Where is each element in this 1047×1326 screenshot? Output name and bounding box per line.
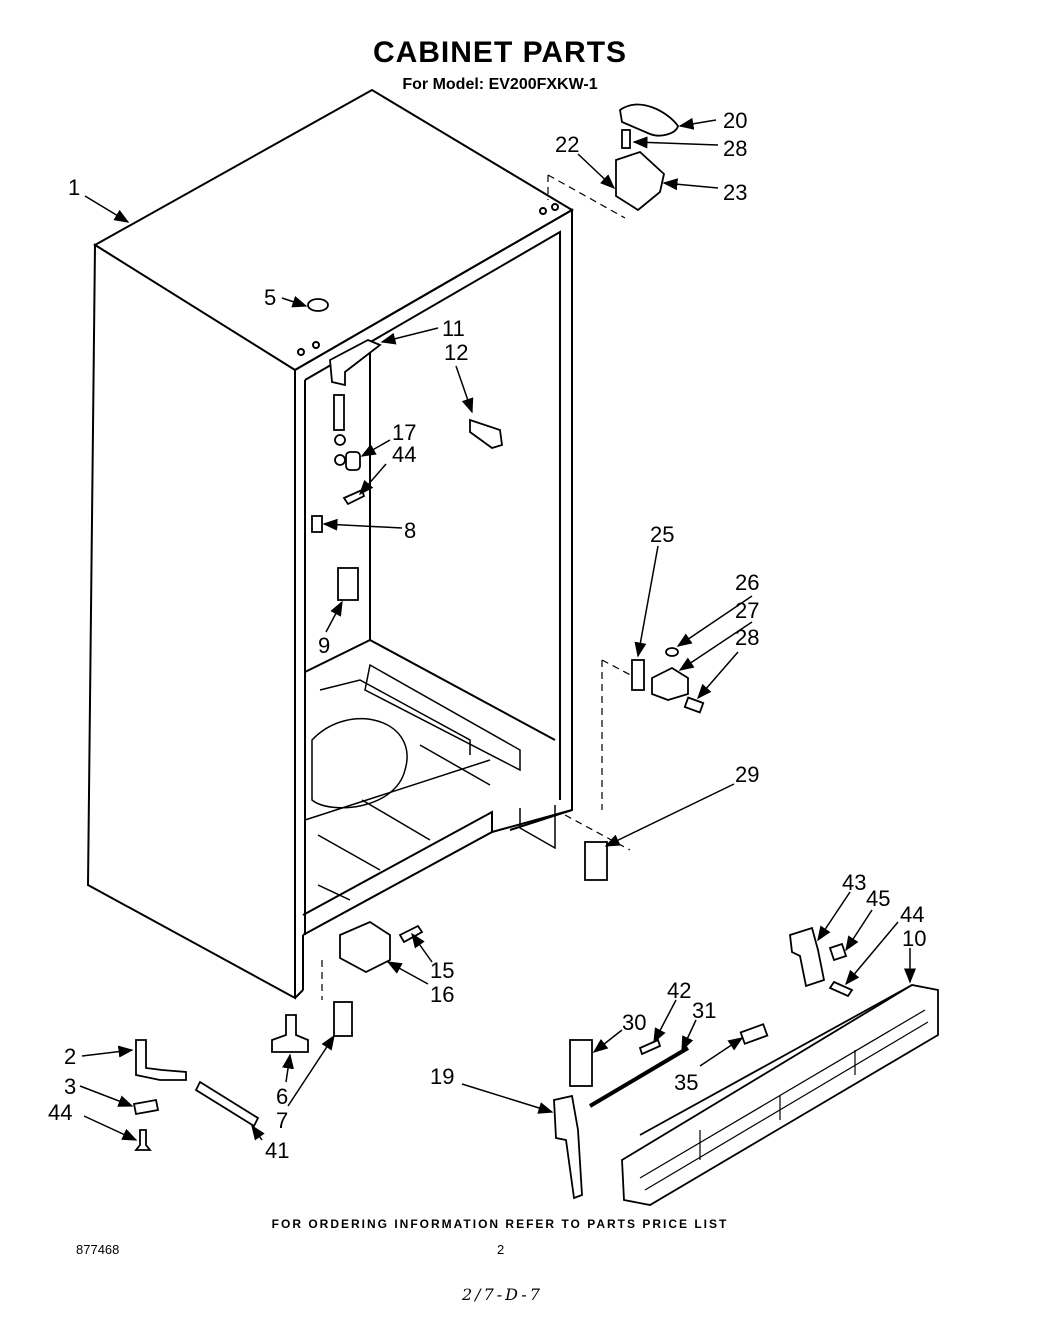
- callout-41: 41: [265, 1138, 289, 1163]
- spring-part-17: [345, 451, 361, 471]
- screw-part-15: [398, 924, 424, 944]
- clip-part-8: [311, 515, 323, 533]
- bracket-part-16: [339, 920, 391, 974]
- callout-1: 1: [68, 175, 80, 200]
- rod-part-31: [588, 1046, 690, 1108]
- bracket-part-30: [569, 1039, 593, 1087]
- callout-30: 30: [622, 1010, 646, 1035]
- ordering-note: FOR ORDERING INFORMATION REFER TO PARTS …: [271, 1217, 729, 1231]
- callout-22: 22: [555, 132, 579, 157]
- callout-29: 29: [735, 762, 759, 787]
- callout-23: 23: [723, 180, 747, 205]
- callout-20: 20: [723, 108, 747, 133]
- screw-part-44-right: [828, 980, 854, 998]
- callout-16: 16: [430, 982, 454, 1007]
- handwritten-note: 2/7-D-7: [462, 1285, 543, 1304]
- callout-26: 26: [735, 570, 759, 595]
- screw-part-28-right: [683, 696, 705, 714]
- bracket-part-19: [553, 1094, 583, 1200]
- bracket-part-43: [789, 926, 826, 988]
- callout-5: 5: [264, 285, 276, 310]
- callout-28-right: 28: [735, 625, 759, 650]
- tube-part-2: [135, 1039, 187, 1081]
- callout-7: 7: [276, 1108, 288, 1133]
- callout-44-mid: 44: [392, 442, 416, 467]
- bracket-part-11: [329, 339, 382, 387]
- tube-part-41: [194, 1080, 260, 1128]
- leveling-leg-part-6: [271, 1014, 309, 1053]
- callout-9: 9: [318, 633, 330, 658]
- hinge-plate-part-25: [631, 659, 645, 691]
- screw-part-28-top: [621, 129, 631, 149]
- track-part: [333, 394, 345, 431]
- bracket-part-9: [337, 567, 359, 601]
- model-subtitle: For Model: EV200FXKW-1: [402, 76, 598, 93]
- callout-25: 25: [650, 522, 674, 547]
- callout-6: 6: [276, 1084, 288, 1109]
- document-number: 877468: [76, 1242, 120, 1257]
- cabinet-drawing: [86, 88, 574, 1000]
- callout-31: 31: [692, 998, 716, 1023]
- callout-11: 11: [442, 316, 465, 341]
- hinge-cover-part-20: [619, 103, 679, 137]
- washer-part-26: [665, 647, 679, 657]
- callout-15: 15: [430, 958, 454, 983]
- plug-part-5: [307, 298, 329, 312]
- callout-45: 45: [866, 886, 890, 911]
- callout-10: 10: [902, 926, 926, 951]
- callout-27: 27: [735, 598, 759, 623]
- callout-19: 19: [430, 1064, 454, 1089]
- screw-part-44-mid: [342, 488, 366, 506]
- clip-part-12: [469, 418, 503, 449]
- clip-part-7: [333, 1001, 353, 1037]
- callout-3: 3: [64, 1074, 76, 1099]
- callout-35: 35: [674, 1070, 698, 1095]
- callout-43: 43: [842, 870, 866, 895]
- callout-44-left: 44: [48, 1100, 72, 1125]
- clip-part-45: [828, 942, 848, 962]
- callout-2: 2: [64, 1044, 76, 1069]
- page-number: 2: [497, 1242, 505, 1257]
- callout-28-top: 28: [723, 136, 747, 161]
- plate-part-29: [584, 841, 608, 881]
- clip-part-3: [132, 1098, 160, 1116]
- page-title: CABINET PARTS: [372, 36, 628, 69]
- pad-part-35: [739, 1023, 769, 1045]
- callout-17: 17: [392, 420, 416, 445]
- hinge-part-27: [651, 666, 689, 701]
- screw-part-42: [638, 1038, 662, 1056]
- callout-42: 42: [667, 978, 691, 1003]
- hinge-part-23: [615, 150, 665, 212]
- screw-part-44-left: [134, 1129, 152, 1151]
- callout-44-right: 44: [900, 902, 924, 927]
- callout-12: 12: [444, 340, 468, 365]
- callout-8: 8: [404, 518, 416, 543]
